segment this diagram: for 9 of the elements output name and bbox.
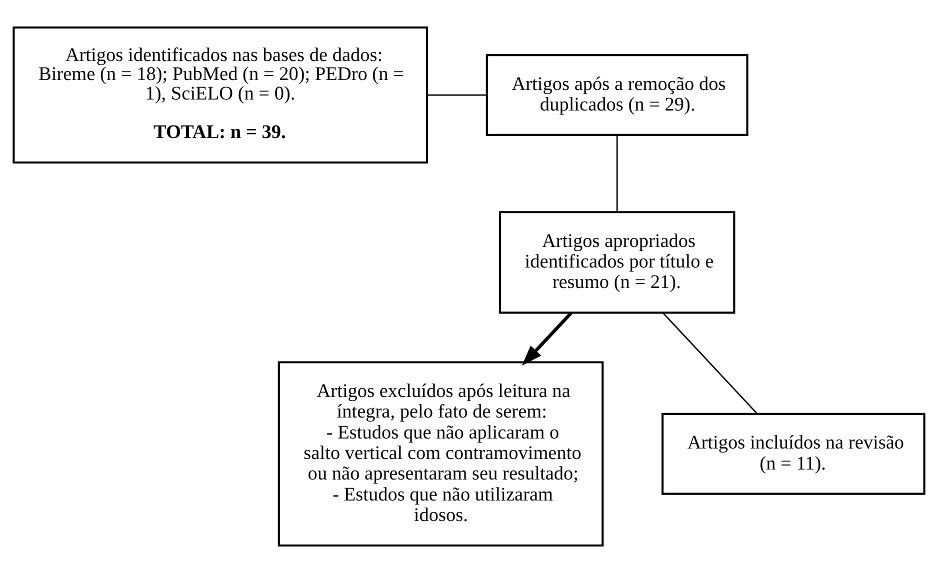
connector (616, 134, 618, 212)
connector (427, 94, 487, 96)
arrow (522, 311, 572, 366)
node-box: Artigos apropriados identificados por título e resumo (n = 21). (498, 210, 736, 314)
node-box: Artigos incluídos na revisão (n = 11). (662, 412, 926, 494)
node-box: Artigos excluídos após leitura na íntegra, pelo fato de serem: - Estudos que não aplicaram o salto vertical com contramovimento ou não apresentaram seu resultado; - Estudos que não utilizaram idosos. (278, 360, 604, 546)
connector (662, 312, 758, 414)
node-box: Artigos identificados nas bases de dados: Bireme (n = 18); PubMed (n = 20); PEDro (n = 1), SciELO (n = 0). TOTAL: n = 39. (12, 26, 428, 164)
node-box: Artigos após a remoção dos duplicados (n = 29). (486, 54, 748, 136)
